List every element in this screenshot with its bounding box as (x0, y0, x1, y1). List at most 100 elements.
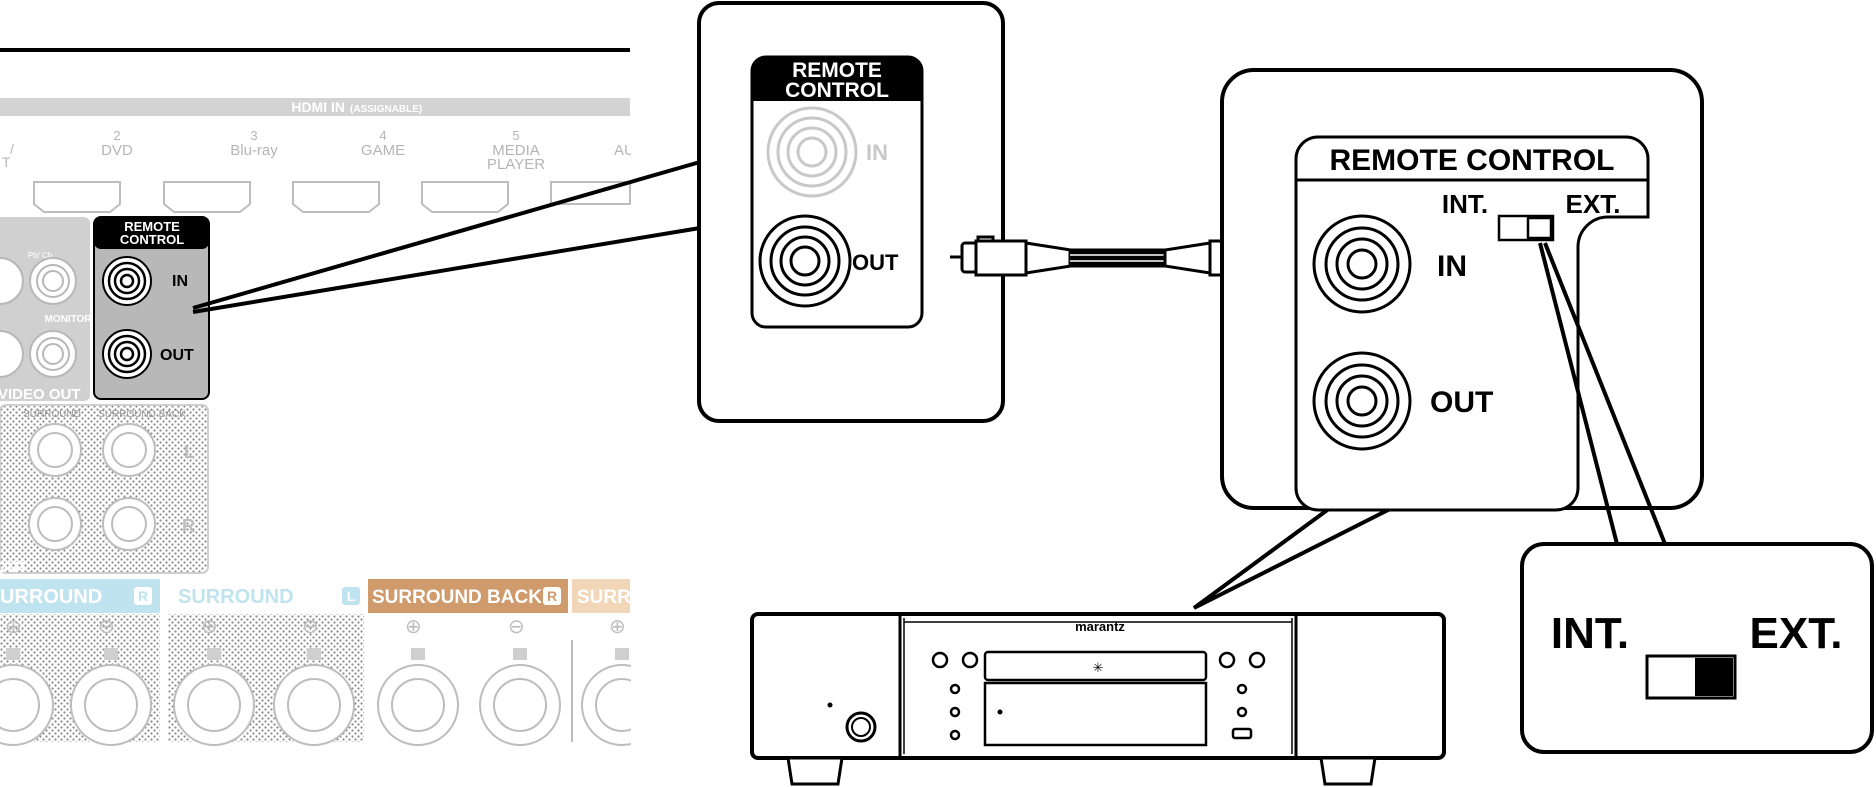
display-window (983, 681, 1208, 747)
video-out-block: Pb/ Cb MONITOR VIDEO OUT (0, 217, 92, 403)
receiver-crop-mask (631, 95, 691, 787)
speaker-label-bg (368, 579, 568, 613)
zoom-rc-title-1: REMOTE (792, 59, 882, 82)
hdmi-partial-label-2: T (2, 154, 11, 170)
zoom-rc-out-jack (758, 214, 852, 308)
usb-port (1231, 727, 1253, 740)
plus-symbol: ⊕ (5, 616, 22, 638)
preout-bottom-label: OUT (0, 559, 28, 576)
minus-symbol: ⊖ (302, 616, 319, 638)
video-jack-partial (0, 257, 24, 305)
display-indicator (997, 709, 1003, 715)
speaker-label-surround-l: SURROUND (178, 586, 294, 608)
player-rc-title: REMOTE CONTROL (1330, 144, 1615, 177)
player-brand-logo: marantz (1075, 619, 1125, 634)
player-rc-switch (1497, 214, 1555, 242)
player-foot (1319, 756, 1377, 786)
speaker-label-bg (572, 579, 630, 613)
hdmi-partial-label: / (10, 141, 14, 157)
receiver-rc-in-label: IN (172, 273, 188, 290)
preout-surround-back-label: SURROUND BACK (98, 409, 186, 420)
speaker-terminal-section: URROUND R SURROUND L SURROUND BACK R SUR… (0, 579, 663, 746)
zoom-rc-out-label: OUT (852, 250, 899, 275)
receiver-rc-zoom-box: REMOTE CONTROL IN OUT (697, 1, 1005, 423)
zoom-rc-in-label: IN (866, 140, 888, 165)
receiver-rc-in-jack (102, 256, 152, 306)
player-rc-out-label: OUT (1430, 386, 1493, 419)
hdmi-input-number: 5 (512, 128, 519, 143)
switch-callout-lines (1538, 242, 1667, 545)
receiver-rc-out-label: OUT (160, 347, 194, 364)
monitor-jack (29, 330, 77, 378)
player-rc-zoom-box: REMOTE CONTROL INT. EXT. IN OUT (1192, 68, 1708, 610)
preout-l-label: L (184, 442, 195, 462)
player-rc-out-jack (1312, 351, 1412, 451)
switch-detail-box: INT. EXT. (1520, 542, 1874, 754)
receiver-rc-label-1: REMOTE (124, 219, 180, 234)
hdmi-input-label: MEDIA (492, 142, 540, 159)
hdmi-input-label: GAME (361, 142, 405, 159)
hdmi-input-bluray: 3 Blu-ray (163, 128, 278, 213)
speaker-badge-sbr: R (547, 588, 557, 604)
hdmi-input-number: 2 (113, 128, 120, 143)
terminal-caps (6, 648, 629, 660)
hdmi-port (163, 181, 251, 213)
hdmi-input-media-player: 5 MEDIA PLAYER (421, 128, 545, 213)
player-foot (786, 756, 844, 786)
hdmi-input-number: 4 (379, 128, 386, 143)
player-rc-in-jack (1312, 214, 1412, 314)
speaker-label-bg (168, 579, 364, 613)
video-out-label: VIDEO OUT (0, 386, 81, 403)
cd-player-front: marantz ✳ (750, 612, 1446, 786)
hdmi-port (292, 181, 380, 213)
plus-symbol: ⊕ (201, 616, 218, 638)
speaker-label-partial: SURR (577, 587, 631, 608)
zoom-rc-title-2: CONTROL (785, 79, 889, 102)
switch-detail-ext-label: EXT. (1750, 609, 1843, 658)
preout-surround-label: SURROUND (23, 409, 81, 420)
hdmi-input-number: 3 (250, 128, 257, 143)
disc-tray-icon: ✳ (1093, 660, 1104, 675)
power-indicator (827, 702, 833, 708)
hdmi-header-label: HDMI IN (291, 99, 345, 115)
video-jack (29, 257, 77, 305)
plus-symbol: ⊕ (405, 616, 422, 638)
speaker-badge-l: L (347, 588, 356, 604)
player-rc-ext-label: EXT. (1566, 189, 1621, 219)
receiver-remote-control-block: REMOTE CONTROL IN OUT (93, 216, 210, 400)
hdmi-input-dvd: 2 DVD (33, 128, 133, 213)
front-buttons-left (931, 651, 979, 741)
player-rc-in-label: IN (1437, 250, 1467, 283)
video-jack-partial (0, 330, 24, 378)
plus-symbol: ⊕ (609, 616, 626, 638)
pbpr-label: Pb/ Cb (28, 251, 53, 260)
speaker-label-bg (0, 579, 160, 613)
hdmi-header-note: (ASSIGNABLE) (350, 104, 422, 115)
zoom-rc-in-jack (766, 106, 858, 198)
speaker-label-surround-r: URROUND (0, 586, 102, 608)
hdmi-port (33, 181, 121, 213)
front-buttons-right (1218, 651, 1266, 718)
receiver-rc-label-2: CONTROL (120, 232, 184, 247)
hdmi-input-label-line2: PLAYER (487, 156, 545, 173)
speaker-terminals (0, 664, 663, 746)
receiver-rc-out-jack (102, 329, 152, 379)
speaker-label-surround-back-r: SURROUND BACK (372, 587, 542, 608)
hdmi-input-label: Blu-ray (230, 142, 278, 159)
receiver-callout-lines (192, 160, 701, 314)
preout-block: SURROUND SURROUND BACK L R OUT (0, 404, 209, 576)
hdmi-port (421, 181, 509, 213)
speaker-badge-r: R (138, 588, 148, 604)
hdmi-partial-label-right: AU (614, 142, 635, 159)
receiver-rear-panel: HDMI IN (ASSIGNABLE) / T 2 DVD 3 Blu-ray… (0, 48, 691, 787)
speaker-badge (342, 587, 360, 605)
power-button (845, 711, 877, 743)
switch-detail-toggle (1645, 654, 1737, 700)
preout-r-label: R (182, 516, 195, 536)
hdmi-input-label: DVD (101, 142, 133, 159)
hdmi-header-bar (0, 98, 630, 116)
monitor-label: MONITOR (44, 314, 92, 325)
disc-tray (983, 650, 1208, 682)
preout-jacks (28, 423, 156, 551)
